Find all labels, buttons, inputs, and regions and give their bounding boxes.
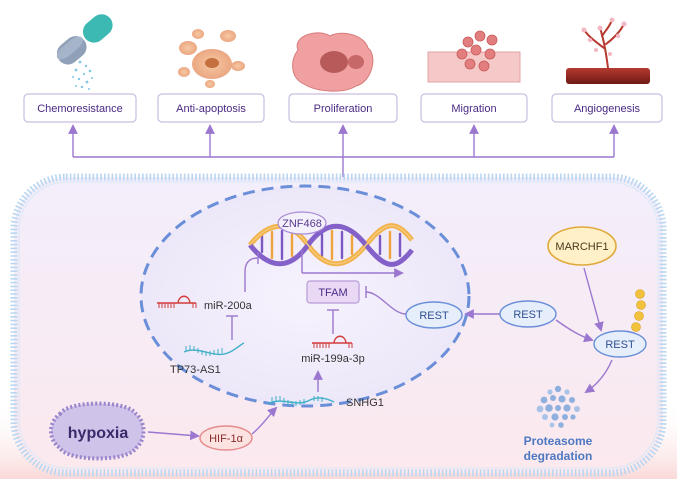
tfam-node xyxy=(306,280,360,304)
hypoxia-label: hypoxia xyxy=(68,425,129,442)
outcome-label: Chemoresistance xyxy=(37,103,123,115)
hif-to-snhg1-arrow xyxy=(251,406,278,435)
hypoxia-node: hypoxia xyxy=(49,401,146,461)
tfam-label: TFAM xyxy=(318,287,347,299)
proteasome-particles-icon xyxy=(536,385,580,428)
outcome-box-angiogenesis: Angiogenesis xyxy=(551,93,663,123)
mir200a-inhibition xyxy=(244,252,259,292)
mir199a-label: miR-199a-3p xyxy=(301,353,365,365)
mir200a-label: miR-200a xyxy=(204,300,253,312)
mir199a-inhibition xyxy=(327,309,339,334)
rest-nuclear-node xyxy=(405,301,463,329)
tp73as1-inhibition xyxy=(226,315,238,340)
rest-ubiquitinated-node xyxy=(593,330,647,358)
capsule-icon xyxy=(56,14,113,90)
outcome-label: Proliferation xyxy=(314,103,373,115)
transcription-arrow xyxy=(301,250,404,278)
hypoxia-to-hif-arrow xyxy=(147,430,200,441)
proteasome-label-line1: Proteasome xyxy=(524,434,593,448)
outcome-label: Angiogenesis xyxy=(574,103,641,115)
outcome-label: Anti-apoptosis xyxy=(176,103,246,115)
znf468-label: ZNF468 xyxy=(282,218,322,230)
tp73as1-label: TP73-AS1 xyxy=(170,364,221,376)
rest-ubiquitination-arrows xyxy=(555,267,604,343)
rest-cytoplasm-label: REST xyxy=(513,309,543,321)
ubiquitin-chain-icon xyxy=(631,289,646,332)
migrating-cells-icon xyxy=(427,30,521,83)
rest-ubiquitinated-label: REST xyxy=(605,339,635,351)
snhg1-lncrna-icon xyxy=(267,396,335,406)
rest-inhibits-tfam xyxy=(365,286,407,315)
dividing-cell-icon xyxy=(292,32,374,92)
marchf1-node xyxy=(547,226,617,266)
rest-nuclear-label: REST xyxy=(419,310,449,322)
mir200a-hairpin-icon xyxy=(157,295,197,308)
degradation-arrow xyxy=(584,359,613,394)
outcome-box-proliferation: Proliferation xyxy=(288,93,398,123)
proteasome-label-line2: degradation xyxy=(524,449,593,463)
outcome-label: Migration xyxy=(451,103,496,115)
mir199a-hairpin-icon xyxy=(312,335,353,348)
snhg1-label: SNHG1 xyxy=(346,397,384,409)
cell-cluster-icon xyxy=(178,29,245,88)
tp73as1-lncrna-icon xyxy=(183,342,245,356)
outcome-box-chemoresistance: Chemoresistance xyxy=(23,93,137,123)
outcome-box-migration: Migration xyxy=(420,93,528,123)
hif1a-label: HIF-1α xyxy=(209,433,244,445)
outcome-connector xyxy=(68,124,619,178)
blood-vessel-icon xyxy=(566,17,650,84)
znf468-node xyxy=(277,211,327,235)
nucleus xyxy=(139,184,471,408)
outcome-box-anti-apoptosis: Anti-apoptosis xyxy=(157,93,265,123)
marchf1-label: MARCHF1 xyxy=(555,241,608,253)
hif1a-node xyxy=(199,425,253,451)
